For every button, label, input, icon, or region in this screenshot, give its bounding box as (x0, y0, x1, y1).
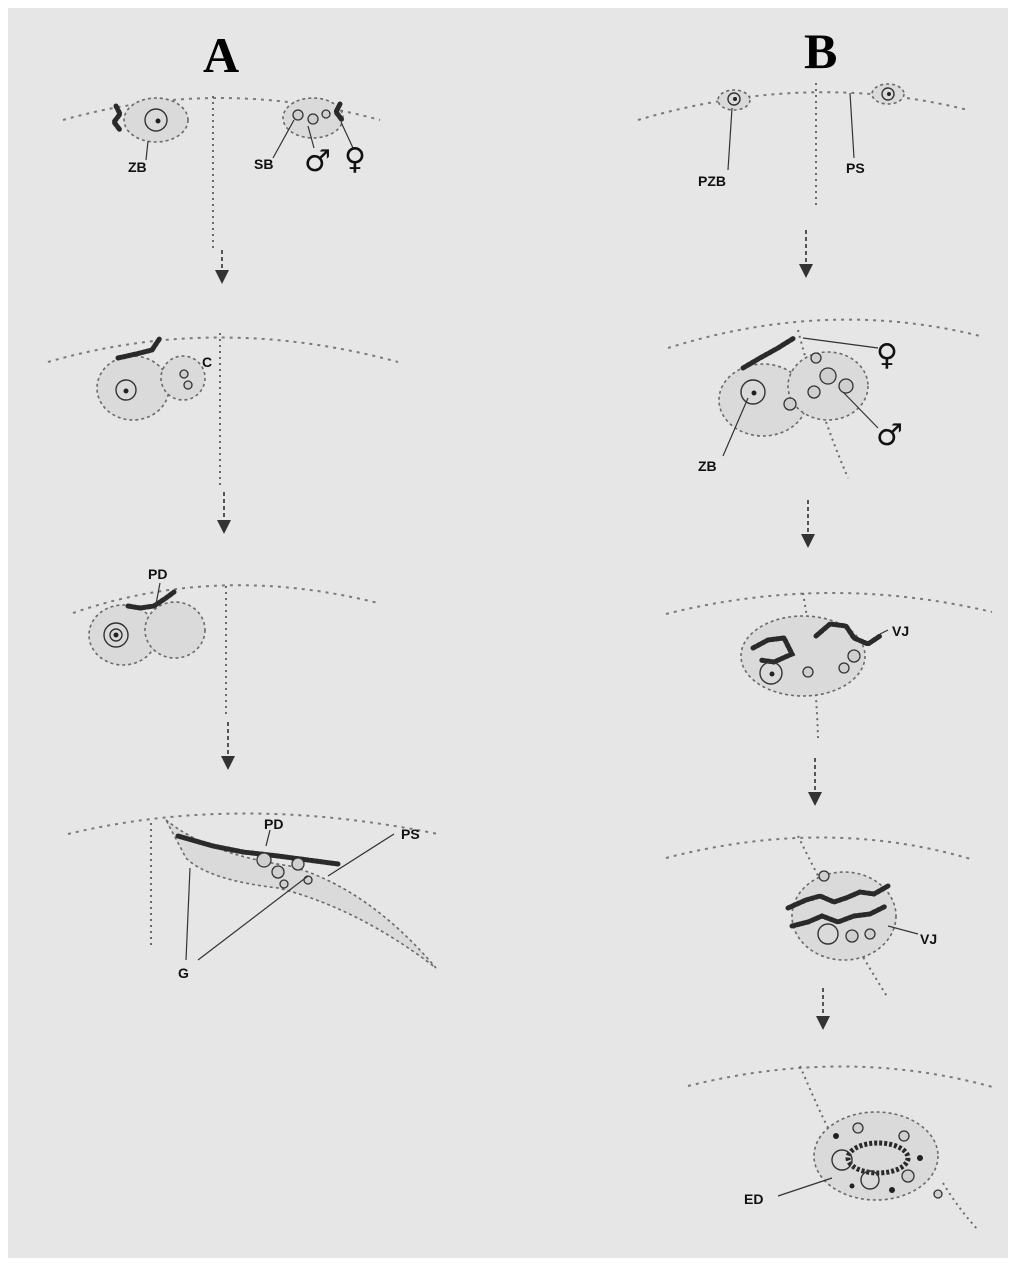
label-ed: ED (744, 1191, 763, 1207)
label-ps-a: PS (401, 826, 420, 842)
label-pzb: PZB (698, 173, 726, 189)
b-stage-4 (666, 836, 974, 998)
label-vj-stage3: VJ (892, 623, 909, 639)
b-stage-5 (688, 1066, 996, 1230)
label-ps-b: PS (846, 160, 865, 176)
a-stage-4 (68, 814, 438, 969)
label-g: G (178, 965, 189, 981)
a-stage-1 (63, 96, 380, 248)
label-pd-stage3: PD (148, 566, 167, 582)
diagram-drawing (8, 8, 1008, 1258)
label-vj-stage4: VJ (920, 931, 937, 947)
label-sb: SB (254, 156, 273, 172)
female-symbol-b: ♀ (876, 338, 898, 373)
panel-b-label: B (804, 22, 837, 80)
female-symbol-a: ♀ (344, 142, 366, 177)
label-c: C (202, 354, 212, 370)
label-zb-b: ZB (698, 458, 717, 474)
male-symbol-a: ♂ (304, 144, 331, 179)
a-stage-3 (73, 583, 378, 718)
figure-canvas: A B ZB SB ♂ ♀ C PD PD PS G PZB PS ♀ ♂ ZB… (8, 8, 1008, 1258)
b-stage-2 (668, 320, 980, 478)
a-stage-2 (48, 333, 398, 488)
label-pd-stage4: PD (264, 816, 283, 832)
b-stage-1 (638, 83, 968, 208)
male-symbol-b: ♂ (876, 418, 903, 453)
panel-a-label: A (203, 26, 239, 84)
b-stage-3 (666, 593, 992, 738)
label-zb-a: ZB (128, 159, 147, 175)
